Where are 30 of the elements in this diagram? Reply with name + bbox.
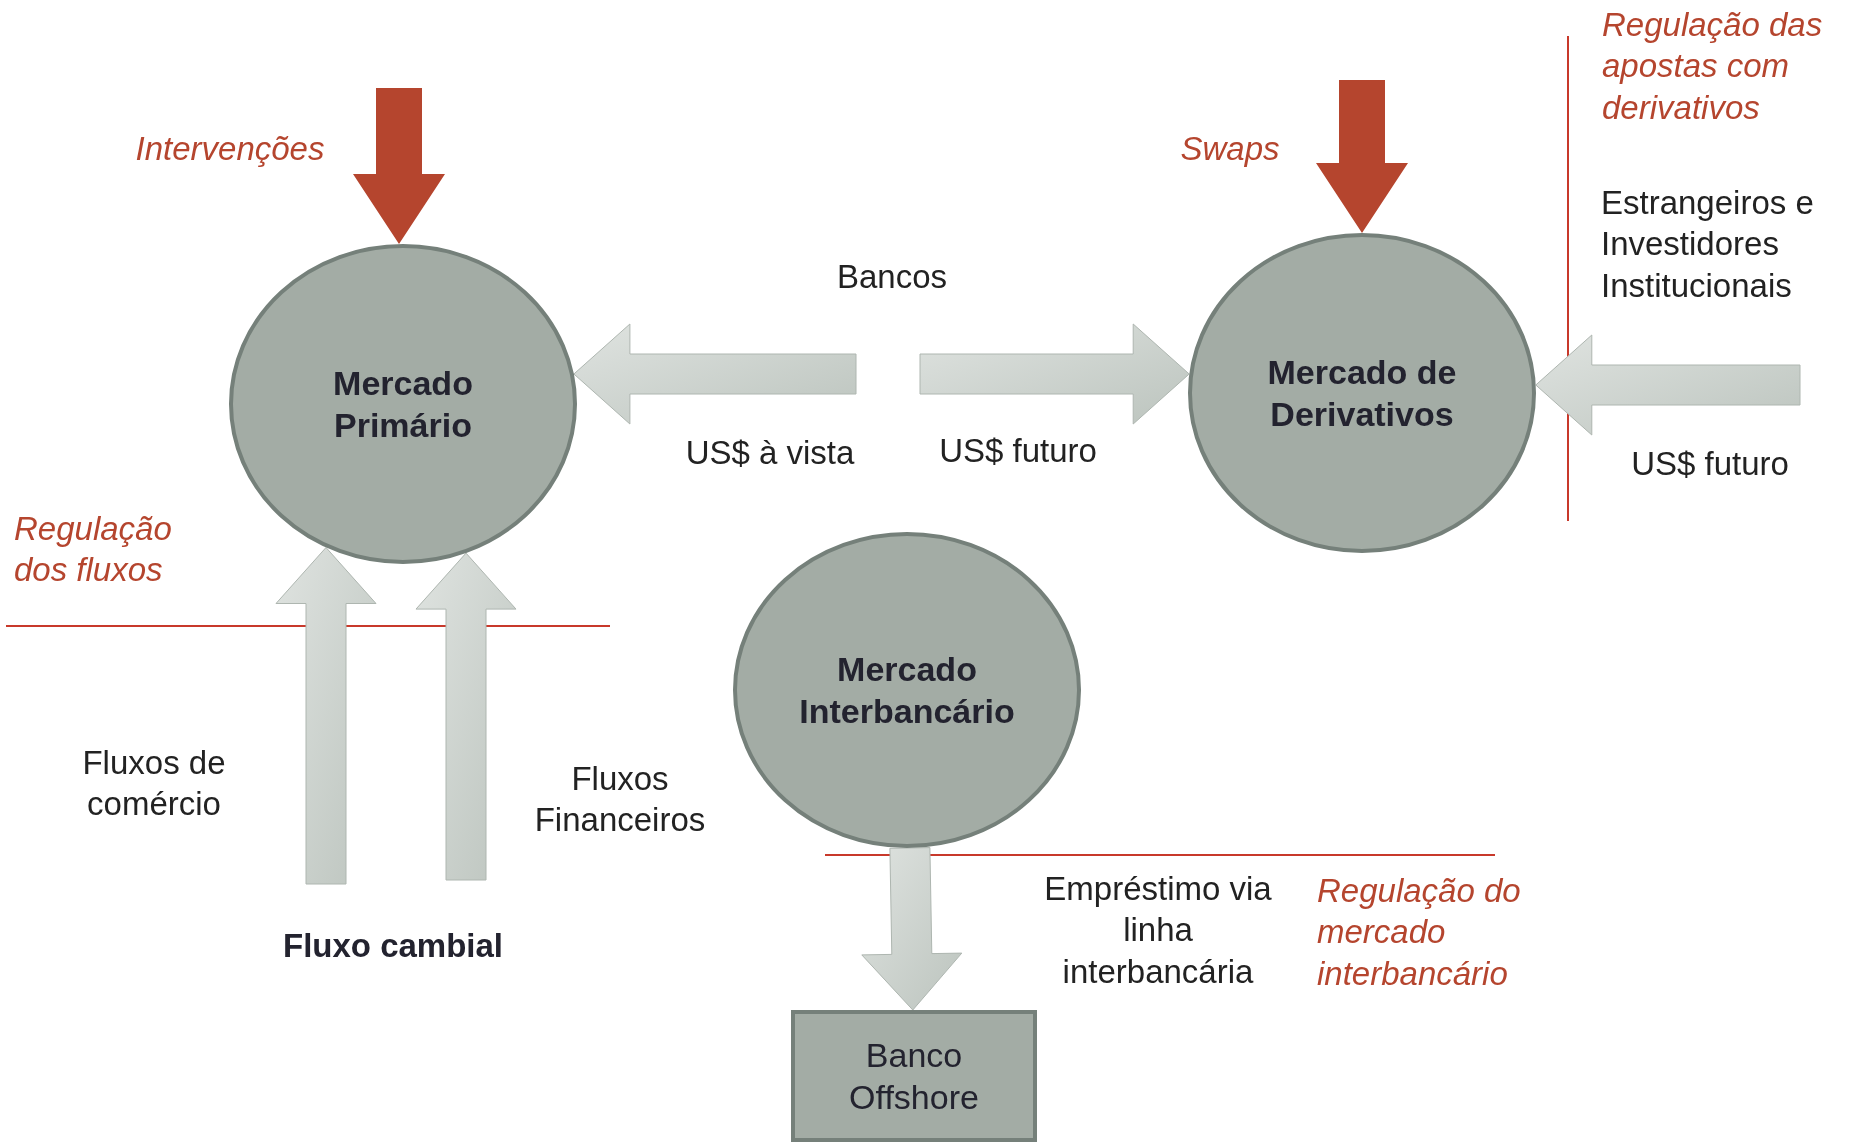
- edge-label: US$ à vista: [684, 433, 856, 473]
- block-arrow: [275, 547, 377, 885]
- market-name: Mercado Interbancário: [798, 648, 1016, 732]
- bank-name: Banco Offshore: [848, 1034, 980, 1118]
- block-arrow: [1535, 334, 1801, 436]
- market-circle: [733, 532, 1081, 848]
- market-circle: [1188, 233, 1536, 553]
- bank-box: [791, 1010, 1037, 1142]
- block-arrow: [861, 847, 963, 1011]
- regulation-note: Regulação dos fluxos: [14, 509, 173, 591]
- edge-label: Fluxos Financeiros: [533, 759, 707, 841]
- market-name: Mercado de Derivativos: [1266, 351, 1458, 435]
- market-name: Mercado Primário: [332, 362, 474, 446]
- market-circle: [229, 244, 577, 564]
- block-arrow: [415, 552, 517, 881]
- edge-label: Swaps: [1179, 129, 1281, 169]
- edge-label: US$ futuro: [1630, 444, 1790, 484]
- edge-label: US$ futuro: [938, 431, 1098, 471]
- edge-label: Empréstimo via linha interbancária: [1043, 869, 1273, 992]
- section-title: Fluxo cambial: [281, 926, 505, 966]
- regulation-note: Regulação do mercado interbancário: [1317, 871, 1522, 994]
- block-arrow: [573, 323, 857, 425]
- edge-label: Intervenções: [134, 129, 326, 169]
- text-label: Bancos: [835, 257, 949, 297]
- block-arrow: [353, 88, 445, 244]
- text-label: Estrangeiros e Investidores Institucionais: [1601, 183, 1815, 306]
- block-arrow: [1316, 80, 1408, 233]
- block-arrow: [919, 323, 1190, 425]
- regulation-note: Regulação das apostas com derivativos: [1602, 5, 1824, 128]
- edge-label: Fluxos de comércio: [81, 743, 227, 825]
